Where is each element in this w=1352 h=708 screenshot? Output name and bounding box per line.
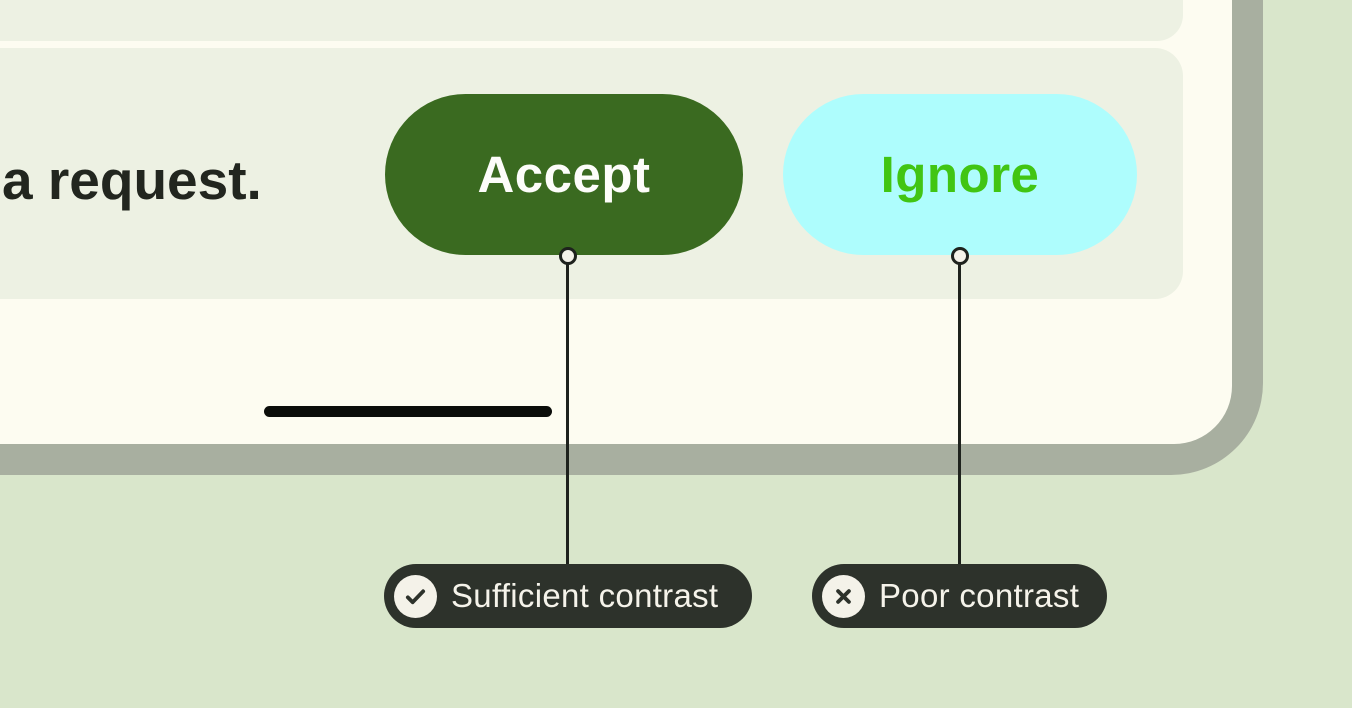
annotation-label: Poor contrast (879, 577, 1080, 614)
connector-line-ignore (958, 256, 961, 564)
annotation-label: Sufficient contrast (451, 577, 719, 614)
home-indicator (264, 406, 552, 417)
check-icon (394, 574, 437, 618)
accept-button[interactable]: Accept (385, 94, 743, 255)
connector-dot-accept (559, 247, 577, 265)
notification-card-top (0, 0, 1183, 41)
notification-message: a request. (2, 149, 262, 211)
close-icon (822, 574, 865, 618)
annotation-sufficient-contrast: Sufficient contrast (384, 564, 752, 628)
annotation-poor-contrast: Poor contrast (812, 564, 1107, 628)
ignore-button[interactable]: Ignore (783, 94, 1137, 255)
connector-line-accept (566, 256, 569, 564)
connector-dot-ignore (951, 247, 969, 265)
